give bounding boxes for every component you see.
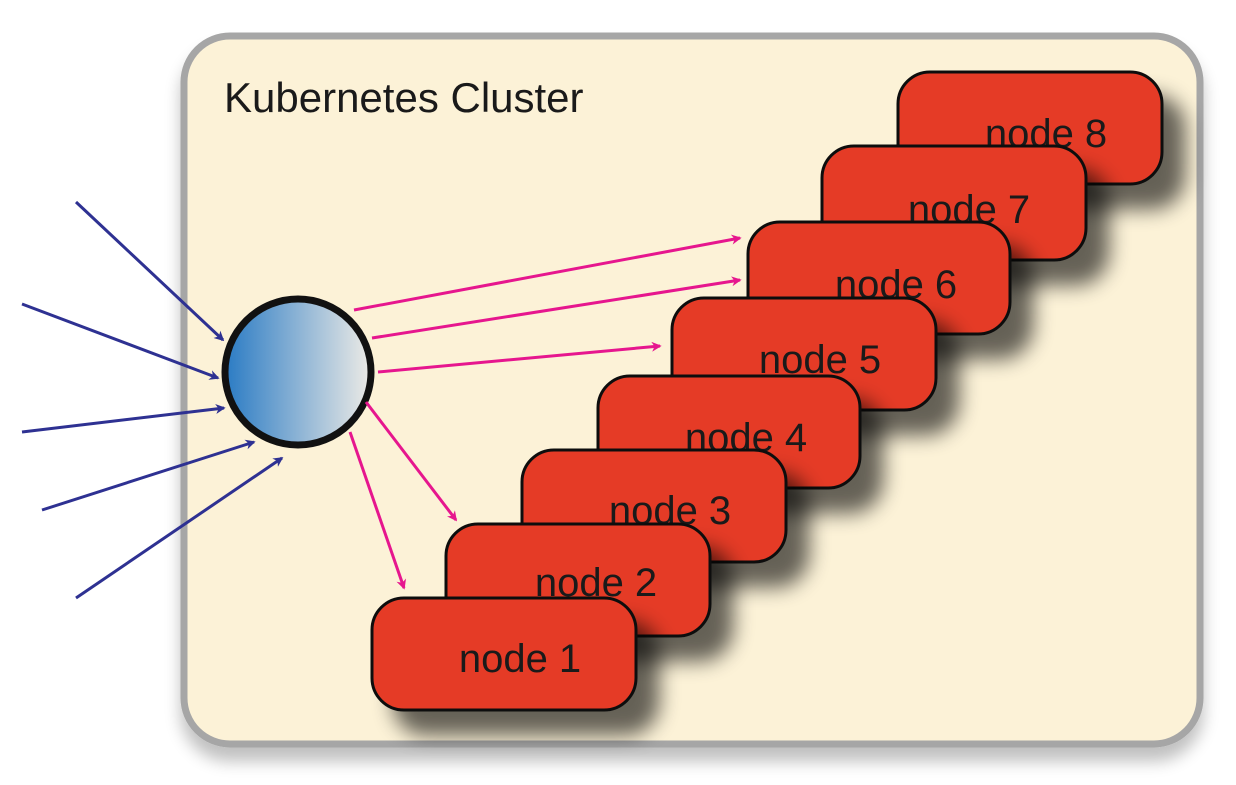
incoming-arrow-4 xyxy=(41,439,256,512)
incoming-arrow-5 xyxy=(75,456,284,600)
incoming-arrow-1 xyxy=(74,200,225,342)
node-1-box xyxy=(370,596,638,712)
outgoing-arrow-node-6 xyxy=(371,276,742,340)
incoming-arrow-2 xyxy=(21,302,220,380)
load-balancer-circle xyxy=(221,295,375,449)
outgoing-arrow-node-1 xyxy=(348,431,406,590)
incoming-arrows xyxy=(21,200,284,600)
incoming-arrow-3 xyxy=(21,404,226,434)
outgoing-arrow-node-5 xyxy=(377,341,662,374)
outgoing-arrow-node-2 xyxy=(364,401,458,522)
outgoing-arrows xyxy=(348,234,742,590)
outgoing-arrow-node-7 xyxy=(353,234,742,312)
node-1: node 1 xyxy=(370,596,638,712)
node-stack: node 8 node 7 node 6 node 5 node 4 node … xyxy=(370,70,1164,712)
cluster-title: Kubernetes Cluster xyxy=(224,74,584,121)
node-1-label: node 1 xyxy=(459,637,581,681)
